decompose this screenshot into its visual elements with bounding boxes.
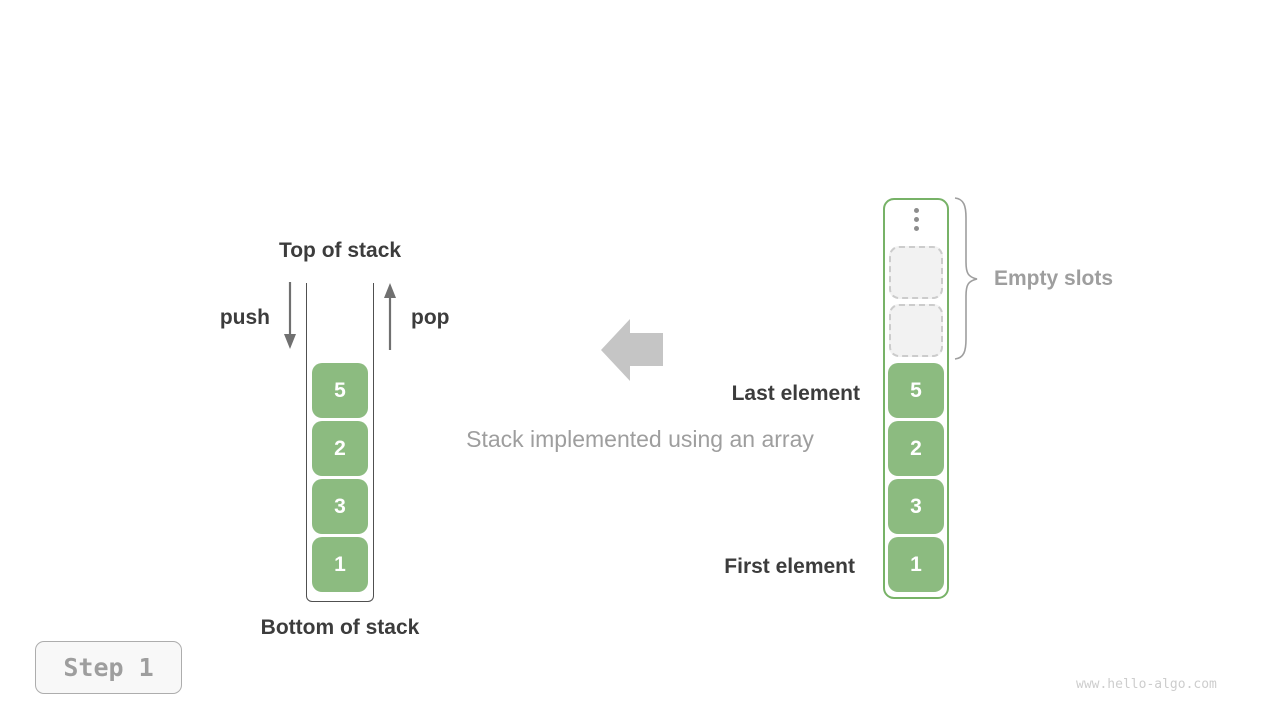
push-arrow-icon (284, 282, 296, 349)
empty-slot (889, 246, 943, 299)
curly-brace-icon (954, 197, 978, 360)
first-element-label: First element (724, 555, 855, 578)
stack-bottom-label: Bottom of stack (260, 616, 420, 639)
stack-container (306, 283, 374, 602)
ellipsis-dot (913, 226, 919, 231)
caption-text: Stack implemented using an array (466, 426, 814, 452)
push-label: push (219, 306, 270, 329)
stack-cell: 2 (312, 421, 368, 476)
stack-top-label: Top of stack (278, 239, 402, 262)
step-badge[interactable]: Step 1 (35, 641, 182, 694)
ellipsis-dot (913, 208, 919, 213)
watermark-text: www.hello-algo.com (1076, 677, 1217, 692)
stack-cell: 3 (312, 479, 368, 534)
array-cell: 1 (888, 537, 944, 592)
pop-label: pop (411, 306, 450, 329)
empty-slots-label: Empty slots (994, 267, 1114, 290)
array-cell: 3 (888, 479, 944, 534)
empty-slot (889, 304, 943, 357)
ellipsis-dot (913, 217, 919, 222)
array-cell: 2 (888, 421, 944, 476)
pop-arrow-icon (384, 283, 396, 350)
stack-cell: 1 (312, 537, 368, 592)
left-block-arrow-icon (601, 319, 663, 381)
step-label: Step 1 (63, 653, 154, 682)
array-cell: 5 (888, 363, 944, 418)
last-element-label: Last element (731, 382, 860, 405)
stack-cell: 5 (312, 363, 368, 418)
vertical-ellipsis-icon (913, 208, 919, 231)
